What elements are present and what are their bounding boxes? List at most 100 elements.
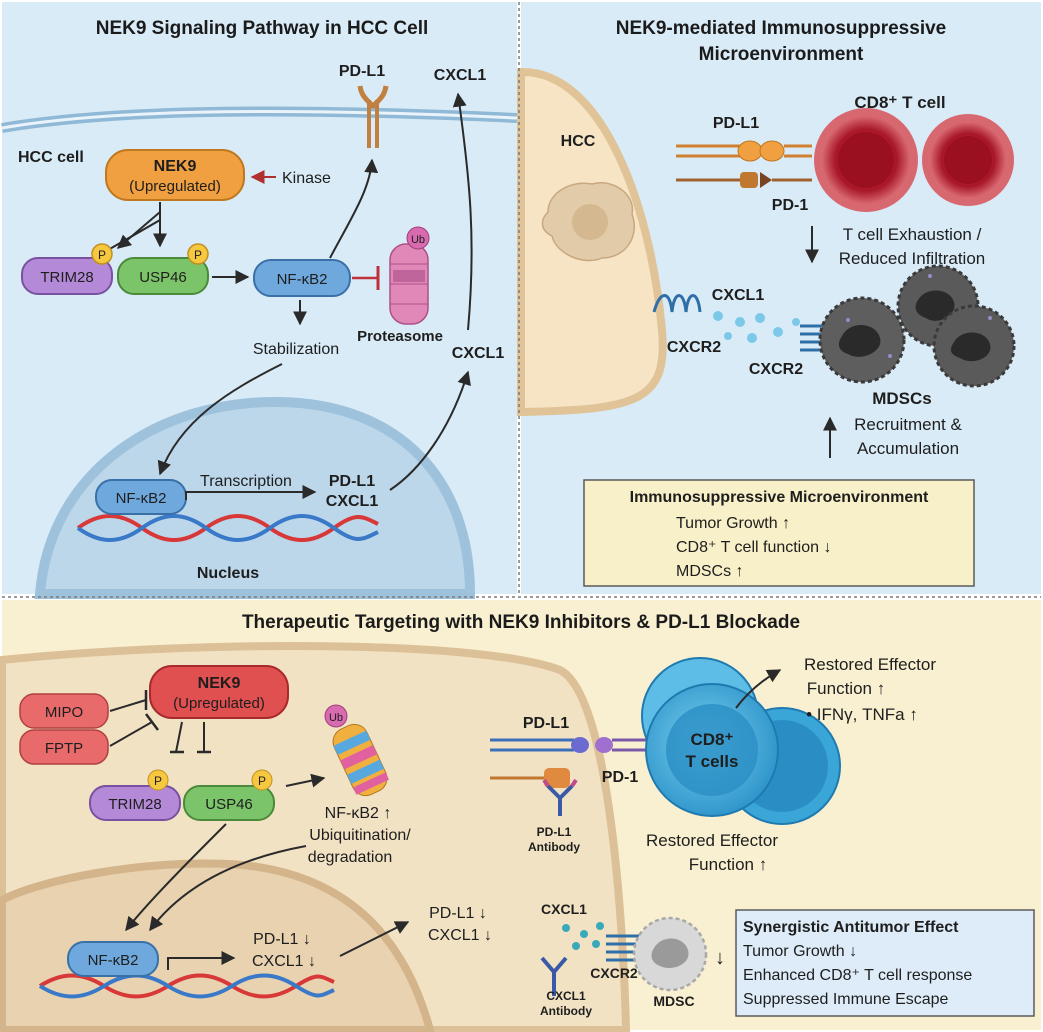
mipo-inhibit-line [109, 699, 147, 712]
pdl1-membrane-label: PD-L1 [339, 63, 385, 80]
cxcl1-label: CXCL1 [712, 287, 765, 304]
blockade-pdl1-label: PD-L1 [523, 715, 569, 732]
therapy-mdsc-label: MDSC [653, 993, 694, 1009]
mdsc-therapy-icon [632, 916, 708, 992]
cxcr2-receptor-right-icon [800, 324, 830, 352]
transcription-arrow [185, 485, 317, 500]
exhaustion-line1: T cell Exhaustion / [843, 225, 982, 244]
phospho-icon [251, 769, 273, 791]
usp46-therapy-label: USP46 [205, 796, 253, 813]
cd8-tcell-label: CD8⁺ T cell [854, 93, 945, 112]
box-c-line: Enhanced CD8⁺ T cell response [743, 967, 972, 984]
therapy-cxcr2-icon [606, 934, 640, 962]
nfkb2-node: NF-κB2 [253, 259, 351, 297]
ub-therapy-icon [324, 704, 348, 728]
box-c-line: Suppressed Immune Escape [743, 991, 949, 1008]
nek9-state: (Upregulated) [129, 178, 221, 195]
box-b-line: MDSCs ↑ [676, 563, 744, 580]
nuclear-nfkb2-label: NF-κB2 [116, 490, 167, 507]
trim28-therapy-label: TRIM28 [108, 796, 161, 813]
cxcl1-antibody-line2: Antibody [540, 1004, 592, 1018]
therapy-gene-cxcl1: CXCL1 ↓ [252, 953, 316, 970]
immunosuppressive-summary-box [583, 479, 975, 587]
cxcr2-right-label: CXCR2 [749, 361, 803, 378]
hcc-label: HCC [561, 133, 596, 150]
therapy-gene-out-arrow [339, 921, 410, 957]
ubiquitinated-nfkb2-icon [332, 723, 389, 797]
therapy-cxcr2-label: CXCR2 [590, 965, 638, 981]
pd1-label: PD-1 [772, 197, 809, 214]
trim28-therapy-node: TRIM28 P [89, 769, 181, 821]
pdl1-label: PD-L1 [713, 115, 759, 132]
box-c-title: Synergistic Antitumor Effect [743, 919, 959, 936]
cd8-line2: T cells [686, 752, 739, 771]
usp46-to-nucleus-arrow [125, 823, 227, 932]
trim28-node: TRIM28 P [21, 243, 113, 295]
nuclear-nfkb2-therapy-label: NF-κB2 [88, 952, 139, 969]
phospho-icon [91, 243, 113, 265]
usp46-to-ub-arrow [285, 773, 326, 788]
therapy-cxcl1-label: CXCL1 [541, 901, 587, 917]
synergistic-effect-box [735, 909, 1035, 1017]
trim28-label: TRIM28 [40, 269, 93, 286]
kinase-label: Kinase [282, 170, 331, 187]
recruitment-line1: Recruitment & [854, 415, 962, 434]
phospho-icon [187, 243, 209, 265]
fptp-inhibit-line [109, 721, 153, 747]
stabilization-label: Stabilization [253, 341, 339, 358]
nuclear-nfkb2-node: NF-κB2 [95, 479, 187, 515]
mipo-inhibitor-node: MIPO [19, 693, 109, 729]
svg-text:P: P [194, 248, 202, 262]
svg-text:Ub: Ub [411, 234, 425, 246]
svg-text:P: P [98, 248, 106, 262]
gene-pdl1-label: PD-L1 [329, 473, 375, 490]
mdsc-decrease-arrow: ↓ [715, 947, 725, 969]
restored-bottom-line1: Restored Effector [646, 831, 778, 850]
usp46-therapy-node: USP46 P [183, 769, 275, 821]
box-b-title: Immunosuppressive Microenvironment [630, 489, 929, 506]
to-pdl1-arrow [329, 158, 379, 259]
pdl1-antibody-icon [546, 784, 574, 816]
blockade-pd1-label: PD-1 [602, 769, 639, 786]
gene-cxcl1-label: CXCL1 [326, 493, 379, 510]
cxcl1-antibody-line1: CXCL1 [546, 989, 586, 1003]
mdscs-label: MDSCs [872, 389, 932, 408]
cxcl1-mid-label: CXCL1 [452, 345, 505, 362]
cxcl1-antibody-icon [540, 956, 568, 996]
restored-top-line2: Function ↑ [807, 679, 885, 698]
phospho-icon [147, 769, 169, 791]
exhaustion-line2: Reduced Infiltration [839, 249, 985, 268]
nek9-node: NEK9 (Upregulated) [105, 149, 245, 201]
panel-c-title: Therapeutic Targeting with NEK9 Inhibito… [242, 612, 800, 633]
degradation-line2: Ubiquitination/ [309, 827, 411, 844]
nek9-therapy-node: NEK9 (Upregulated) [149, 665, 289, 719]
usp46-node: USP46 P [117, 243, 209, 295]
svg-text:P: P [154, 774, 162, 788]
pdl1-antibody-line2: Antibody [528, 840, 580, 854]
gene-to-cxcl1-arrow [389, 370, 471, 491]
therapy-out-cxcl1: CXCL1 ↓ [428, 927, 492, 944]
pdl1-antibody-line1: PD-L1 [537, 825, 572, 839]
svg-text:P: P [258, 774, 266, 788]
panel-a: NEK9 Signaling Pathway in HCC Cell HCC c… [1, 2, 518, 599]
pdl1-pd1-interaction-icon [676, 140, 812, 188]
therapy-transcription-arrow [167, 951, 236, 970]
cd8-tcells-blue-icon [641, 657, 841, 825]
dna-helix-therapy-icon [38, 973, 335, 999]
fptp-label: FPTP [45, 740, 83, 757]
degradation-to-nucleus-arrow [149, 845, 307, 932]
panel-c: Therapeutic Targeting with NEK9 Inhibito… [0, 600, 1041, 1032]
cd8-line1: CD8⁺ [691, 730, 734, 749]
nucleus-label: Nucleus [197, 565, 259, 582]
dna-helix-icon [76, 514, 379, 542]
restored-bottom-line2: Function ↑ [689, 855, 767, 874]
degradation-line1: NF-κB2 ↑ [325, 805, 392, 822]
panel-b-title-line1: NEK9-mediated Immunosuppressive [616, 18, 946, 39]
into-nucleus-arrow [157, 363, 283, 476]
ub-icon [406, 226, 430, 250]
hcc-cell-label: HCC cell [18, 149, 84, 166]
degradation-line3: degradation [308, 849, 393, 866]
nuclear-nfkb2-therapy-node: NF-κB2 [67, 941, 159, 977]
